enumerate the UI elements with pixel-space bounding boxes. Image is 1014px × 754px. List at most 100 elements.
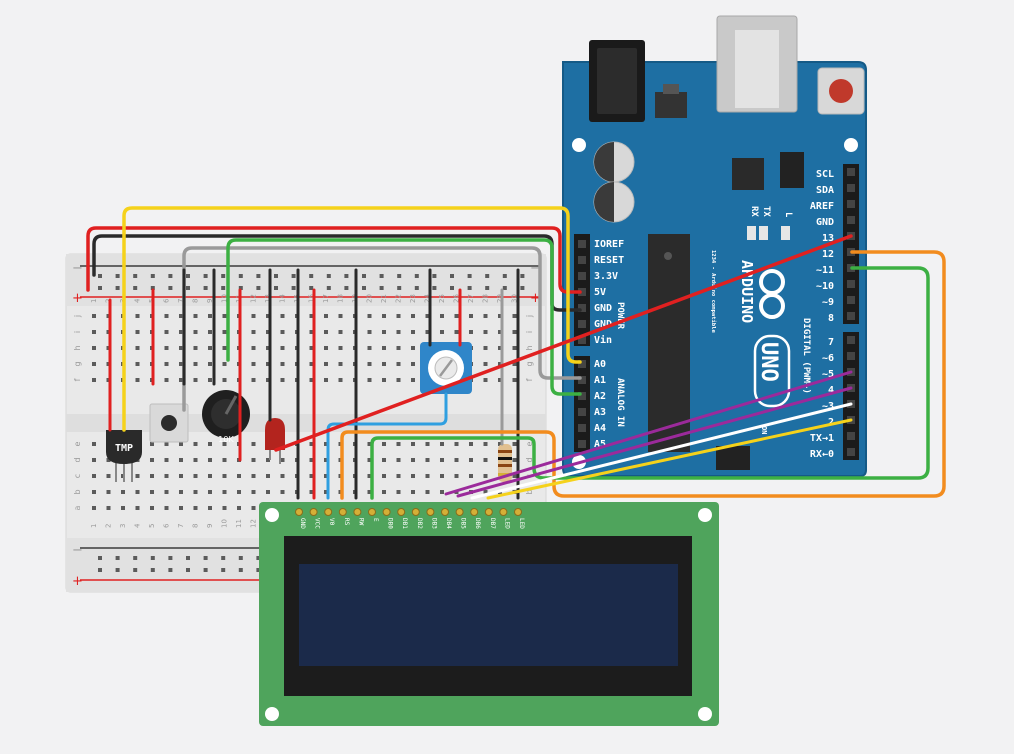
breadboard-hole[interactable] [512, 474, 517, 478]
rail-hole[interactable] [256, 286, 261, 290]
breadboard-hole[interactable] [150, 506, 154, 510]
rail-hole[interactable] [238, 556, 243, 560]
breadboard-hole[interactable] [367, 378, 372, 382]
rail-hole[interactable] [326, 274, 331, 278]
breadboard-hole[interactable] [164, 378, 169, 382]
arduino-pin-socket[interactable] [847, 336, 855, 344]
breadboard-hole[interactable] [425, 490, 430, 494]
breadboard-hole[interactable] [251, 378, 256, 382]
breadboard-hole[interactable] [411, 330, 415, 334]
breadboard-hole[interactable] [280, 362, 285, 366]
rail-hole[interactable] [238, 286, 243, 290]
breadboard-hole[interactable] [469, 442, 473, 446]
rail-hole[interactable] [221, 556, 226, 560]
breadboard-hole[interactable] [208, 314, 212, 318]
lcd-pin[interactable] [295, 508, 303, 516]
breadboard-hole[interactable] [193, 490, 198, 494]
breadboard-hole[interactable] [208, 378, 212, 382]
breadboard-hole[interactable] [266, 362, 270, 366]
breadboard-hole[interactable] [135, 330, 140, 334]
rail-hole[interactable] [115, 568, 120, 572]
arduino-pin-socket[interactable] [578, 360, 586, 368]
rail-hole[interactable] [115, 274, 120, 278]
breadboard-hole[interactable] [193, 458, 198, 462]
breadboard-hole[interactable] [179, 442, 183, 446]
breadboard-hole[interactable] [454, 458, 459, 462]
arduino-pin-socket[interactable] [578, 256, 586, 264]
rail-hole[interactable] [168, 568, 173, 572]
rail-hole[interactable] [133, 286, 138, 290]
breadboard-hole[interactable] [135, 346, 140, 350]
rail-hole[interactable] [115, 556, 120, 560]
breadboard-hole[interactable] [222, 458, 227, 462]
breadboard-hole[interactable] [483, 346, 488, 350]
breadboard-hole[interactable] [382, 378, 386, 382]
breadboard-hole[interactable] [367, 314, 372, 318]
wire-black-gnd[interactable] [92, 234, 582, 312]
arduino-pin-socket[interactable] [578, 304, 586, 312]
breadboard-hole[interactable] [440, 458, 444, 462]
rail-hole[interactable] [379, 286, 384, 290]
breadboard-hole[interactable] [483, 442, 488, 446]
rail-hole[interactable] [467, 274, 472, 278]
wire-gray-a1[interactable] [182, 246, 582, 412]
wire-orange-12[interactable] [340, 250, 946, 500]
breadboard-hole[interactable] [251, 346, 256, 350]
wire-yellow-a0[interactable] [122, 206, 582, 432]
breadboard-hole[interactable] [92, 490, 96, 494]
breadboard-hole[interactable] [309, 490, 314, 494]
breadboard-hole[interactable] [222, 442, 227, 446]
digital-header-low[interactable] [843, 332, 859, 460]
arduino-pin-socket[interactable] [578, 376, 586, 384]
rail-hole[interactable] [186, 274, 190, 278]
breadboard-hole[interactable] [208, 330, 212, 334]
breadboard-hole[interactable] [382, 474, 386, 478]
arduino-pin-socket[interactable] [578, 320, 586, 328]
rail-hole[interactable] [309, 286, 314, 290]
breadboard-hole[interactable] [440, 442, 444, 446]
breadboard-hole[interactable] [512, 362, 517, 366]
breadboard-hole[interactable] [440, 314, 444, 318]
breadboard-hole[interactable] [222, 362, 227, 366]
lcd-pin[interactable] [499, 508, 508, 516]
breadboard-hole[interactable] [164, 474, 169, 478]
rail-hole[interactable] [203, 568, 208, 572]
wire-red-13[interactable] [274, 234, 853, 452]
breadboard-hole[interactable] [106, 490, 111, 494]
arduino-pin-socket[interactable] [578, 392, 586, 400]
lcd-pin[interactable] [470, 508, 479, 516]
breadboard-hole[interactable] [498, 442, 502, 446]
dc-power-jack[interactable] [589, 40, 645, 122]
breadboard-hole[interactable] [309, 362, 314, 366]
lcd-pin[interactable] [353, 508, 362, 516]
arduino-pin-socket[interactable] [847, 168, 855, 176]
breadboard-hole[interactable] [135, 362, 140, 366]
breadboard-hole[interactable] [251, 490, 256, 494]
rail-hole[interactable] [256, 556, 261, 560]
breadboard-hole[interactable] [324, 458, 328, 462]
rail-hole[interactable] [168, 286, 173, 290]
reset-button[interactable] [817, 67, 865, 115]
rail-hole[interactable] [274, 274, 278, 278]
breadboard-hole[interactable] [483, 474, 488, 478]
rail-hole[interactable] [133, 568, 138, 572]
breadboard-hole[interactable] [179, 346, 183, 350]
wire-white-3[interactable] [470, 402, 853, 500]
rail-hole[interactable] [150, 286, 155, 290]
breadboard-hole[interactable] [483, 378, 488, 382]
breadboard-hole[interactable] [367, 474, 372, 478]
rail-hole[interactable] [203, 286, 208, 290]
arduino-pin-socket[interactable] [578, 424, 586, 432]
breadboard-hole[interactable] [367, 442, 372, 446]
breadboard-hole[interactable] [222, 474, 227, 478]
breadboard-hole[interactable] [208, 506, 212, 510]
breadboard-hole[interactable] [266, 346, 270, 350]
breadboard-hole[interactable] [179, 314, 183, 318]
breadboard-hole[interactable] [121, 490, 125, 494]
breadboard-hole[interactable] [164, 506, 169, 510]
breadboard-hole[interactable] [469, 314, 473, 318]
breadboard-hole[interactable] [469, 330, 473, 334]
breadboard-hole[interactable] [208, 442, 212, 446]
rail-hole[interactable] [485, 274, 490, 278]
